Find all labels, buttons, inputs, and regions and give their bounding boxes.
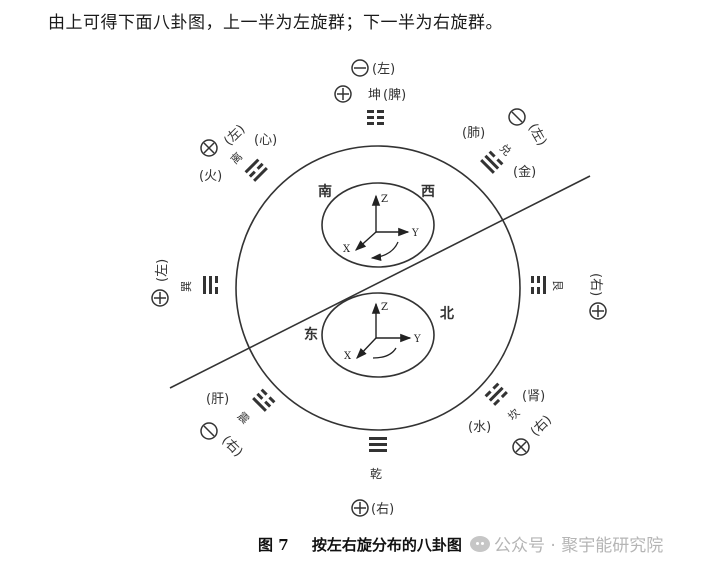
kun-rotation: (左) bbox=[372, 62, 395, 77]
dui-rotation: (左) bbox=[525, 121, 550, 149]
outer-circle bbox=[235, 145, 521, 431]
figure-caption: 图 7 按左右旋分布的八卦图 bbox=[258, 534, 462, 555]
intro-text: 由上可得下面八卦图，上一半为左旋群；下一半为右旋群。 bbox=[48, 13, 503, 33]
li-element: (火) bbox=[199, 169, 222, 184]
direction-east: 东 bbox=[304, 326, 318, 343]
direction-north: 北 bbox=[440, 306, 454, 322]
divider-line bbox=[169, 175, 591, 389]
zhen-trigram-icon bbox=[252, 388, 276, 412]
gen-trigram-icon bbox=[531, 276, 546, 294]
kun-trigram-icon bbox=[367, 110, 384, 125]
zhen-organ: (肝) bbox=[206, 392, 229, 407]
li-rotation: (左) bbox=[221, 122, 248, 149]
minus-circle-icon bbox=[351, 59, 369, 77]
upper-axes: Z Y X bbox=[343, 194, 419, 261]
zhen-name: 震 bbox=[235, 410, 252, 427]
watermark: 公众号 · 聚宇能研究院 bbox=[470, 531, 663, 556]
dui-element: (金) bbox=[513, 164, 536, 180]
upper-x-label: X bbox=[343, 244, 351, 255]
li-trigram-icon bbox=[244, 158, 268, 182]
minus-circle-icon bbox=[200, 422, 218, 440]
kan-rotation: (右) bbox=[528, 413, 555, 440]
lower-y-label: Y bbox=[413, 334, 421, 345]
dui-organ: (肺) bbox=[462, 126, 485, 141]
kun-organ: (脾) bbox=[383, 88, 406, 103]
figure-title: 按左右旋分布的八卦图 bbox=[311, 536, 462, 554]
direction-south: 南 bbox=[318, 183, 332, 200]
dui-name: 兑 bbox=[497, 141, 515, 159]
times-circle-icon bbox=[512, 438, 530, 456]
lower-x-label: X bbox=[344, 351, 352, 362]
upper-ellipse bbox=[321, 182, 435, 268]
trigram-gen: 艮 (右) bbox=[531, 273, 607, 320]
upper-z-label: Z bbox=[381, 194, 388, 205]
kun-name: 坤 bbox=[368, 88, 381, 103]
li-name: 离 bbox=[228, 149, 246, 167]
zhen-rotation: (右) bbox=[218, 433, 245, 460]
kan-element: (水) bbox=[468, 420, 491, 435]
minus-circle-icon bbox=[508, 108, 526, 126]
gen-rotation: (右) bbox=[588, 273, 603, 296]
li-organ: (心) bbox=[254, 133, 277, 148]
upper-y-label: Y bbox=[411, 228, 419, 239]
trigram-kan: (肾) 坎 (水) (右) bbox=[468, 382, 555, 456]
plus-circle-icon bbox=[351, 499, 369, 517]
gen-name: 艮 bbox=[551, 280, 564, 291]
wechat-icon bbox=[470, 535, 490, 552]
kan-trigram-icon bbox=[484, 382, 508, 406]
lower-axes: Z Y X bbox=[344, 302, 421, 362]
lower-ellipse bbox=[321, 292, 435, 378]
xun-rotation: (左) bbox=[155, 259, 170, 282]
lower-z-label: Z bbox=[381, 302, 388, 313]
kan-name: 坎 bbox=[506, 406, 523, 423]
trigram-kun: (左) 坤 (脾) bbox=[334, 59, 406, 125]
trigram-qian: 乾 (右) bbox=[351, 437, 394, 517]
dui-trigram-icon bbox=[480, 150, 504, 174]
xun-name: 巽 bbox=[180, 281, 193, 292]
direction-west: 西 bbox=[421, 184, 435, 200]
trigram-li: (左) (心) 离 (火) bbox=[199, 122, 277, 184]
trigram-zhen: (肝) 震 (右) bbox=[200, 388, 276, 460]
kan-organ: (肾) bbox=[522, 389, 545, 404]
trigram-xun: (左) 巽 bbox=[151, 259, 218, 307]
qian-trigram-icon bbox=[369, 437, 387, 452]
times-circle-icon bbox=[200, 139, 218, 157]
watermark-text: 公众号 · 聚宇能研究院 bbox=[494, 536, 664, 556]
plus-circle-icon bbox=[151, 289, 169, 307]
figure-number: 图 7 bbox=[258, 536, 289, 554]
xun-trigram-icon bbox=[203, 276, 218, 294]
trigram-dui: (左) (肺) 兑 (金) bbox=[462, 108, 550, 180]
plus-circle-icon bbox=[334, 85, 352, 103]
plus-circle-icon bbox=[589, 302, 607, 320]
qian-name: 乾 bbox=[370, 467, 382, 481]
qian-rotation: (右) bbox=[371, 502, 394, 517]
